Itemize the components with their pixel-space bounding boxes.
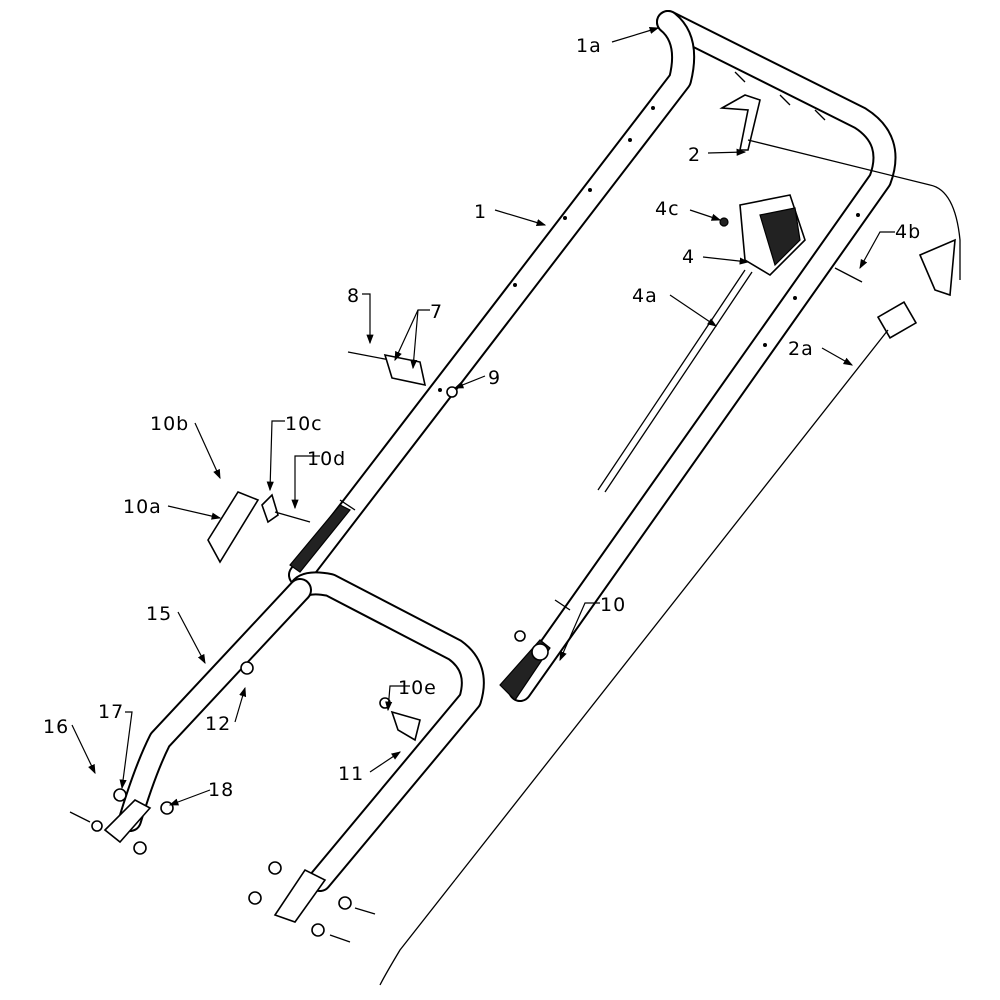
callout-4b: 4b <box>895 221 921 243</box>
callout-7: 7 <box>430 301 443 323</box>
lower-handle <box>103 504 551 923</box>
callout-10c: 10c <box>285 413 323 435</box>
callout-leaders <box>71 27 895 806</box>
bail-lever <box>719 94 961 297</box>
callout-10a: 10a <box>123 496 162 518</box>
callout-10d: 10d <box>307 448 346 470</box>
callout-10b: 10b <box>150 413 189 435</box>
callout-10e: 10e <box>398 677 437 699</box>
cable <box>379 301 918 986</box>
callout-2a: 2a <box>788 338 814 360</box>
callout-2: 2 <box>688 144 701 166</box>
callout-4c: 4c <box>655 198 680 220</box>
callout-4: 4 <box>682 246 695 268</box>
hardware <box>69 351 549 943</box>
callout-11: 11 <box>338 763 364 785</box>
callout-8: 8 <box>347 285 360 307</box>
callout-1a: 1a <box>576 35 602 57</box>
callout-9: 9 <box>488 367 501 389</box>
upper-handle <box>288 10 897 702</box>
callout-18: 18 <box>208 779 234 801</box>
callout-17: 17 <box>98 701 124 723</box>
callout-16: 16 <box>43 716 69 738</box>
throttle-control <box>597 194 863 493</box>
callout-4a: 4a <box>632 285 658 307</box>
callout-10: 10 <box>600 594 626 616</box>
callout-12: 12 <box>205 713 231 735</box>
callout-1: 1 <box>474 201 487 223</box>
callout-15: 15 <box>146 603 172 625</box>
callout-labels: 1a 2 1 4c 4b 4 4a 2a 8 7 9 10b 10c 10d 1… <box>43 35 921 801</box>
